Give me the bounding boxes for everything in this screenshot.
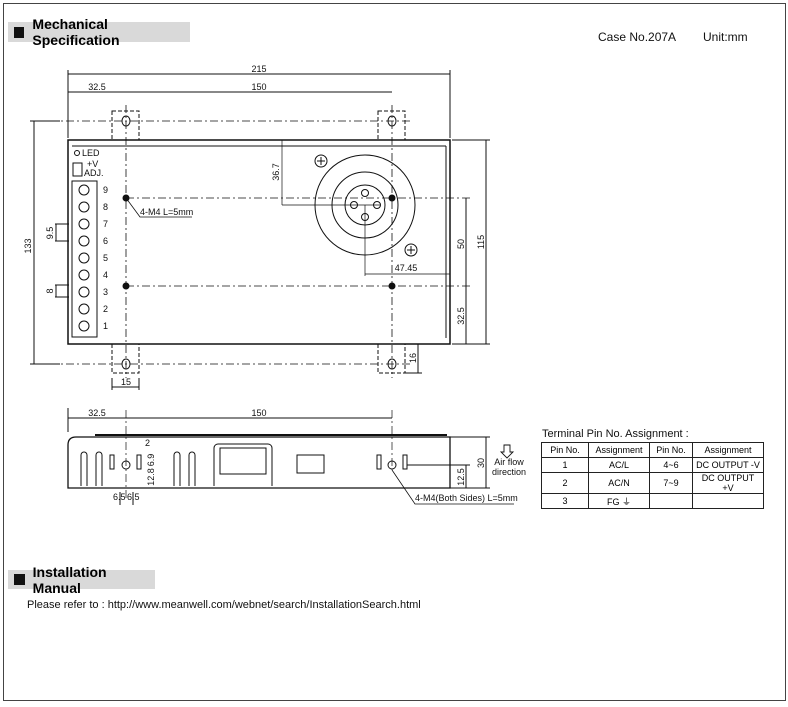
top-view [30, 70, 490, 390]
terminal-number: 7 [103, 219, 108, 229]
cell: 7~9 [649, 472, 693, 494]
cell [649, 493, 693, 509]
header-cell: Pin No. [541, 442, 589, 458]
terminal-screws [78, 184, 90, 332]
cell: 1 [541, 457, 589, 473]
side-dim-12-8: 12.8 [146, 468, 156, 486]
cell: 2 [541, 472, 589, 494]
side-dim-6-5a: 6.5 [113, 492, 126, 502]
side-view [67, 408, 515, 505]
side-screw-note: 4-M4(Both Sides) L=5mm [415, 493, 518, 503]
dim-8: 8 [45, 288, 55, 293]
unit-label: Unit:mm [703, 30, 748, 44]
side-dim-30: 30 [476, 458, 486, 468]
square-bullet-icon [14, 26, 25, 38]
section-title: Installation Manual [32, 563, 107, 596]
case-number: Case No.207A [598, 30, 677, 44]
section-title: Mechanical Specification [32, 16, 120, 48]
airflow-label-2: direction [492, 467, 526, 477]
side-dim-2: 2 [145, 438, 150, 448]
dim-115: 115 [476, 235, 486, 249]
dim-47-45: 47.45 [395, 263, 418, 273]
header-cell: Assignment [588, 442, 650, 458]
dim-9-5: 9.5 [45, 227, 55, 240]
header-cell: Assignment [692, 442, 764, 458]
side-dim-6-5b: 6.5 [127, 492, 140, 502]
side-dim-32-5: 32.5 [88, 408, 106, 418]
screw-note: 4-M4 L=5mm [140, 207, 193, 217]
dim-36-7: 36.7 [271, 163, 281, 181]
dim-150: 150 [251, 82, 266, 92]
side-dim-6-9: 6.9 [146, 454, 156, 467]
terminal-number: 4 [103, 270, 108, 280]
cell: FG ⏚ [588, 493, 650, 509]
mechanical-spec-header: Mechanical Specification [8, 16, 190, 48]
adj-label: ADJ. [84, 168, 104, 178]
cell: DC OUTPUT -V [692, 457, 764, 473]
terminal-number: 6 [103, 236, 108, 246]
terminal-number: 8 [103, 202, 108, 212]
dim-133: 133 [23, 238, 33, 253]
dim-32-5: 32.5 [88, 82, 106, 92]
pin-table-title: Terminal Pin No. Assignment : [542, 428, 689, 440]
header-cell: Pin No. [649, 442, 693, 458]
cell: AC/L [588, 457, 650, 473]
cell: 3 [541, 493, 589, 509]
cell [692, 493, 764, 509]
terminal-number: 2 [103, 304, 108, 314]
square-bullet-icon [14, 574, 25, 585]
terminal-number: 1 [103, 321, 108, 331]
led-label: LED [82, 148, 100, 158]
table-header-row: Pin No. Assignment Pin No. Assignment [541, 442, 764, 458]
airflow-label: Air flow [494, 457, 524, 467]
dim-32-5-v: 32.5 [456, 307, 466, 325]
cell: DC OUTPUT +V [692, 472, 764, 494]
terminal-number: 9 [103, 185, 108, 195]
dim-50: 50 [456, 239, 466, 249]
installation-link-text[interactable]: Please refer to : http://www.meanwell.co… [27, 599, 421, 611]
side-dim-150: 150 [251, 408, 266, 418]
cell: 4~6 [649, 457, 693, 473]
installation-manual-header: Installation Manual [8, 564, 155, 596]
terminal-number: 5 [103, 253, 108, 263]
page-frame [3, 3, 786, 701]
dim-16: 16 [408, 353, 418, 363]
dim-15: 15 [121, 377, 131, 387]
terminal-number: 3 [103, 287, 108, 297]
side-dim-12-5: 12.5 [456, 468, 466, 486]
vadj-label: +V [87, 159, 98, 169]
cell: AC/N [588, 472, 650, 494]
dim-215: 215 [251, 64, 266, 74]
